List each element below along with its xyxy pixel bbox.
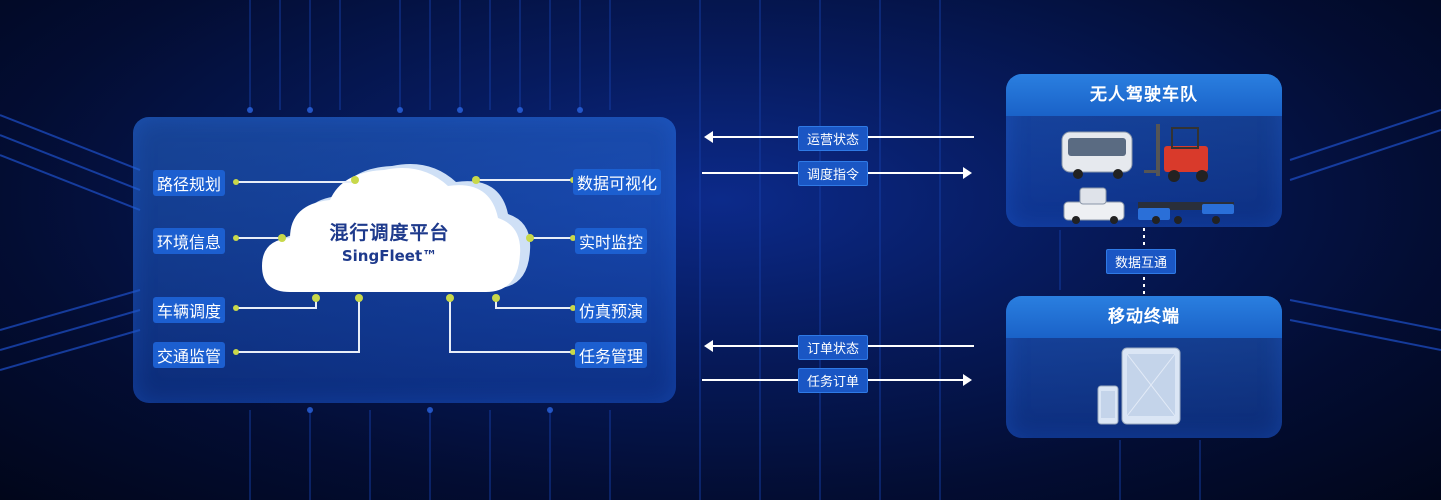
feature-simulation-preview: 仿真预演 — [575, 297, 648, 323]
container-trailer-icon — [1138, 202, 1234, 224]
feature-data-visualization: 数据可视化 — [573, 169, 662, 195]
order-status-label: 订单状态 — [798, 335, 869, 360]
data-link-label: 数据互通 — [1106, 249, 1177, 274]
autonomous-bus-icon — [1061, 131, 1133, 179]
fleet-panel: 无人驾驶车队 — [1006, 74, 1282, 227]
feature-traffic-supervision: 交通监管 — [153, 342, 226, 368]
feature-route-planning: 路径规划 — [153, 170, 226, 196]
mobile-panel: 移动终端 — [1006, 296, 1282, 438]
platform-title: 混行调度平台 — [329, 222, 450, 244]
feature-realtime-monitoring: 实时监控 — [575, 228, 648, 254]
phone-icon — [1097, 385, 1119, 425]
fleet-title: 无人驾驶车队 — [1006, 74, 1282, 116]
mobile-devices — [1097, 347, 1181, 425]
forklift-icon — [1144, 124, 1208, 182]
fleet-vehicles — [1061, 124, 1234, 224]
mobile-title: 移动终端 — [1006, 296, 1282, 338]
dispatch-command-label: 调度指令 — [798, 161, 869, 186]
task-order-label: 任务订单 — [798, 368, 869, 393]
tug-vehicle-icon — [1063, 187, 1125, 224]
feature-environment-info: 环境信息 — [153, 228, 226, 254]
operating-status-label: 运营状态 — [798, 126, 869, 151]
feature-vehicle-dispatch: 车辆调度 — [153, 297, 226, 323]
feature-task-management: 任务管理 — [575, 342, 648, 368]
platform-subtitle: SingFleet™ — [341, 247, 438, 265]
tablet-icon — [1121, 347, 1181, 425]
